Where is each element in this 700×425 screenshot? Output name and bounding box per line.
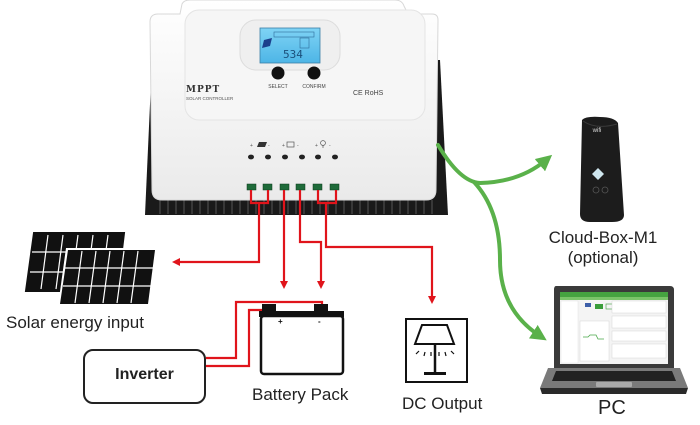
cloud-box-optional-label: (optional): [567, 248, 639, 267]
solar-panel-front: [58, 248, 157, 306]
load-plus: +: [315, 143, 318, 149]
data-links: [436, 143, 553, 341]
terminal-block: [279, 183, 290, 191]
dc-output-lamp: [405, 318, 468, 383]
terminal-block: [329, 183, 340, 191]
solar-input-label: Solar energy input: [6, 313, 144, 332]
app-chart: [579, 320, 610, 362]
app-sidebar: [560, 300, 579, 364]
battery-pack: + -: [259, 304, 345, 376]
battery-minus-sign: -: [318, 317, 321, 326]
battery-minus: -: [297, 143, 299, 149]
cloud-box-logo: [592, 168, 604, 180]
link-to-pc: [472, 180, 547, 341]
terminal-block: [246, 183, 257, 191]
load-minus: -: [329, 143, 331, 149]
app-titlebar: [560, 292, 668, 297]
screw: [248, 154, 254, 160]
terminal-block: [312, 183, 323, 191]
lcd-status-bar: [273, 31, 315, 38]
solar-plus: +: [250, 143, 253, 149]
terminal-labels: + - + - + -: [250, 140, 331, 149]
terminal-block: [295, 183, 306, 191]
battery-pack-label: Battery Pack: [252, 385, 349, 404]
battery-plus: +: [282, 143, 285, 149]
certification-marks: CE RoHS: [353, 90, 384, 97]
wire-to-solar: [172, 203, 261, 266]
confirm-button-label: CONFIRM: [302, 84, 325, 90]
inverter-box: [83, 349, 206, 404]
brand-text: MPPT: [186, 85, 220, 95]
screw: [299, 154, 305, 160]
screw: [315, 154, 321, 160]
screw: [265, 154, 271, 160]
wire-battery-minus: [298, 190, 325, 289]
app-toolbar: [560, 297, 668, 300]
wire-to-dc-output: [324, 203, 436, 304]
brand-subtitle: SOLAR CONTROLLER: [186, 96, 234, 101]
dc-output-label: DC Output: [402, 394, 483, 413]
solar-panel-icon: [257, 142, 267, 147]
lcd-solar-icon: [262, 38, 272, 48]
cloud-box-device: wifi: [580, 116, 624, 222]
screw: [282, 154, 288, 160]
lcd-battery-icon: [299, 37, 310, 49]
link-to-cloud-box: [436, 143, 553, 186]
inverter-label: Inverter: [115, 366, 174, 383]
cloud-box-label: Cloud-Box-M1: [548, 228, 658, 247]
wifi-badge: wifi: [592, 128, 602, 134]
solar-minus: -: [268, 143, 270, 149]
terminal-screws: [248, 154, 338, 160]
confirm-button[interactable]: [307, 66, 321, 80]
screw: [332, 154, 338, 160]
lamp-icon: [320, 140, 326, 148]
laptop-touchpad: [596, 382, 632, 387]
laptop-keyboard: [552, 371, 676, 381]
laptop-pc: [540, 286, 688, 394]
mppt-controller: 534 SELECT CONFIRM MPPT SOLAR CONTROLLER…: [145, 0, 448, 215]
select-button[interactable]: [271, 66, 285, 80]
solar-panels: [24, 232, 157, 306]
select-button-label: SELECT: [268, 84, 287, 90]
lcd-reading: 534: [283, 48, 303, 61]
pc-label: PC: [598, 397, 626, 419]
terminal-block: [262, 183, 273, 191]
battery-plus-sign: +: [278, 317, 283, 326]
battery-icon: [286, 141, 295, 148]
